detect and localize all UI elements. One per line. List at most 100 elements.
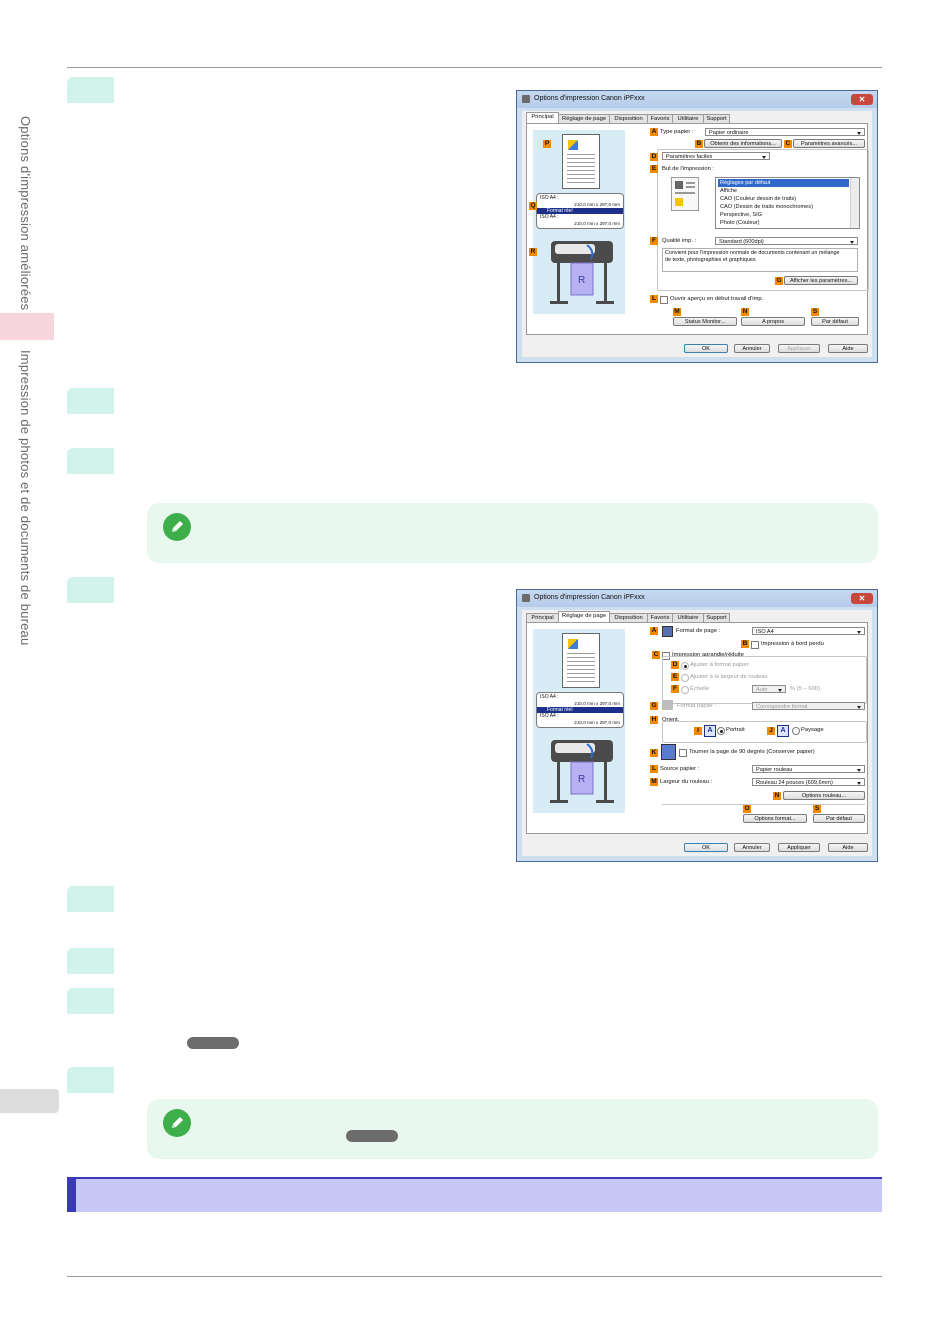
borderless-label: Impression à bord perdu xyxy=(761,641,824,647)
borderless-checkbox[interactable] xyxy=(751,641,759,649)
sidebar-section-title: Impression de photos et de documents de … xyxy=(18,350,33,646)
defaults-button[interactable]: Par défaut xyxy=(813,814,865,823)
step-badge xyxy=(67,988,114,1014)
print-target-thumbnail xyxy=(671,177,699,211)
preview-iso-label: ISO A4 : xyxy=(540,694,559,700)
page-size-select[interactable]: ISO A4 xyxy=(752,627,865,635)
view-settings-button[interactable]: Afficher les paramètres... xyxy=(784,276,858,285)
about-button[interactable]: A propos xyxy=(741,317,805,326)
scale-radio[interactable] xyxy=(681,686,689,694)
page-preview xyxy=(562,633,600,688)
list-item[interactable]: Affiche xyxy=(720,188,737,194)
list-scrollbar[interactable] xyxy=(850,178,859,228)
roll-width-label: Largeur du rouleau : xyxy=(660,779,713,785)
list-item[interactable]: Réglages par défaut xyxy=(718,179,849,187)
scale-stepper[interactable]: Auto xyxy=(752,685,786,693)
apply-button[interactable]: Appliquer xyxy=(778,344,820,353)
page-size-icon xyxy=(662,626,673,637)
help-button[interactable]: Aide xyxy=(828,843,868,852)
portrait-icon: A xyxy=(704,725,716,737)
list-item[interactable]: Perspective, SIG xyxy=(720,212,762,218)
paper-size-info: ISO A4 : 210,0 mm x 297,0 mm Format réel… xyxy=(536,193,624,229)
preview-size-label: 210,0 mm x 297,0 mm xyxy=(574,701,620,706)
cancel-button[interactable]: Annuler xyxy=(734,344,770,353)
preview-panel: ISO A4 : 210,0 mm x 297,0 mm Format réel… xyxy=(533,629,625,813)
preview-checkbox[interactable] xyxy=(660,296,668,304)
preview-iso-label: ISO A4 : xyxy=(540,214,559,220)
scale-range: % (5 – 600) xyxy=(790,686,820,692)
defaults-button[interactable]: Par défaut xyxy=(811,317,859,326)
fit-roll-label: Ajuster à la largeur de rouleau xyxy=(690,674,768,680)
preview-checkbox-label: Ouvrir aperçu en début travail d'imp. xyxy=(670,296,764,302)
get-info-button[interactable]: Obtenir des informations... xyxy=(704,139,782,148)
callout-S: S xyxy=(813,805,821,813)
quality-description: Convient pour l'impression normale de do… xyxy=(662,248,858,272)
printer-illustration: R xyxy=(550,241,614,304)
callout-C: C xyxy=(784,140,792,148)
callout-I: I xyxy=(694,727,702,735)
fit-roll-radio[interactable] xyxy=(681,674,689,682)
reference-link-pill[interactable] xyxy=(346,1130,398,1142)
mode-select[interactable]: Paramètres faciles xyxy=(662,152,770,160)
dialog-titlebar: Options d'impression Canon iPFxxx ✕ xyxy=(517,590,877,607)
portrait-radio[interactable] xyxy=(717,727,725,735)
list-item[interactable]: CAO (Couleur dessin de traits) xyxy=(720,196,797,202)
callout-R: R xyxy=(529,248,537,256)
orientation-label: Orient. xyxy=(662,717,680,723)
pencil-icon xyxy=(163,513,191,541)
rotate-page-checkbox[interactable] xyxy=(679,749,687,757)
roll-width-select[interactable]: Rouleau 24 pouces (609,6mm) xyxy=(752,778,865,786)
status-monitor-button[interactable]: Status Monitor... xyxy=(673,317,737,326)
list-item[interactable]: CAO (Dessin de traits monochromes) xyxy=(720,204,813,210)
list-item[interactable]: Photo (Couleur) xyxy=(720,220,760,226)
rotate-page-icon xyxy=(661,744,676,760)
callout-L: L xyxy=(650,765,658,773)
step-badge xyxy=(67,886,114,912)
sidebar-page-tab xyxy=(0,1089,59,1113)
advanced-settings-button[interactable]: Paramètres avancés... xyxy=(793,139,865,148)
close-button[interactable]: ✕ xyxy=(851,593,873,604)
paper-source-select[interactable]: Papier rouleau xyxy=(752,765,865,773)
callout-L: L xyxy=(650,295,658,303)
callout-E: E xyxy=(650,165,658,173)
close-button[interactable]: ✕ xyxy=(851,94,873,105)
printer-icon xyxy=(522,95,530,103)
paper-size-select[interactable]: Correspondre format xyxy=(752,702,865,710)
tab-support[interactable]: Support xyxy=(703,613,730,623)
ok-button[interactable]: OK xyxy=(684,344,728,353)
sidebar-chapter-title: Options d'impression améliorées xyxy=(18,116,33,311)
dialog-titlebar: Options d'impression Canon iPFxxx ✕ xyxy=(517,91,877,108)
dialog-title: Options d'impression Canon iPFxxx xyxy=(534,594,645,601)
cancel-button[interactable]: Annuler xyxy=(734,843,770,852)
tab-support[interactable]: Support xyxy=(703,114,730,124)
callout-K: K xyxy=(650,749,658,757)
enlarge-reduce-label: Impression agrandie/réduite xyxy=(672,652,744,658)
printer-icon xyxy=(522,594,530,602)
fit-paper-radio[interactable] xyxy=(681,662,689,670)
help-button[interactable]: Aide xyxy=(828,344,868,353)
media-type-select[interactable]: Papier ordinaire xyxy=(705,128,865,136)
callout-P: P xyxy=(543,140,551,148)
ok-button[interactable]: OK xyxy=(684,843,728,852)
print-quality-select[interactable]: Standard (600dpi) xyxy=(715,237,858,245)
step-badge xyxy=(67,1067,114,1093)
step-badge xyxy=(67,577,114,603)
step-badge xyxy=(67,77,114,103)
callout-M: M xyxy=(650,778,658,786)
callout-S: S xyxy=(811,308,819,316)
landscape-icon: A xyxy=(777,725,789,737)
size-options-button[interactable]: Options format... xyxy=(743,814,807,823)
landscape-radio[interactable] xyxy=(792,727,800,735)
reference-link-pill[interactable] xyxy=(187,1037,239,1049)
preview-panel: ISO A4 : 210,0 mm x 297,0 mm Format réel… xyxy=(529,130,625,314)
note-box xyxy=(147,1099,878,1159)
note-box xyxy=(147,503,878,563)
roll-options-button[interactable]: Options rouleau... xyxy=(783,791,865,800)
step-badge xyxy=(67,948,114,974)
print-target-list[interactable]: Réglages par défaut Affiche CAO (Couleur… xyxy=(715,177,860,229)
step-badge xyxy=(67,448,114,474)
callout-G: G xyxy=(775,277,783,285)
callout-C: C xyxy=(652,651,660,659)
callout-D: D xyxy=(671,661,679,669)
apply-button[interactable]: Appliquer xyxy=(778,843,820,852)
